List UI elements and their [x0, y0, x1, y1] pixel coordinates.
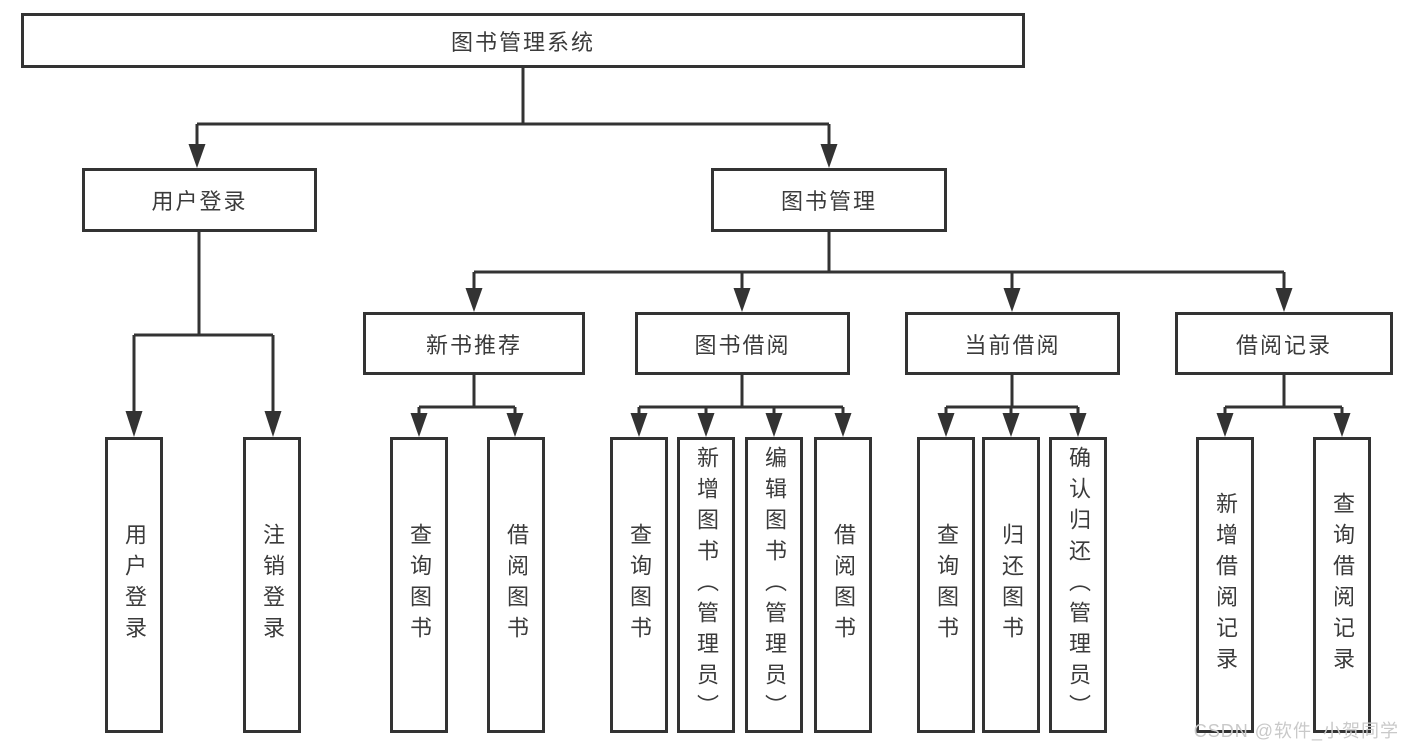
node-book-management: 图书管理	[711, 168, 947, 232]
leaf-add-book-admin: 新增图书（管理员）	[677, 437, 735, 733]
leaf-return-books-label: 归还图书	[999, 523, 1024, 647]
node-book-borrow-label: 图书借阅	[694, 332, 791, 358]
node-current-borrow: 当前借阅	[905, 312, 1120, 375]
node-root: 图书管理系统	[21, 13, 1025, 68]
node-new-book-recommend-label: 新书推荐	[425, 332, 522, 358]
leaf-borrow-books-2: 借阅图书	[814, 437, 872, 733]
node-book-borrow: 图书借阅	[635, 312, 850, 375]
node-root-label: 图书管理系统	[450, 29, 595, 55]
node-new-book-recommend: 新书推荐	[363, 312, 585, 375]
leaf-user-login-label: 用户登录	[122, 523, 147, 647]
watermark: CSDN @软件_小贺同学	[1193, 721, 1399, 741]
leaf-query-borrow-record-label: 查询借阅记录	[1330, 492, 1355, 678]
leaf-edit-book-admin: 编辑图书（管理员）	[745, 437, 803, 733]
leaf-logout-login-label: 注销登录	[260, 523, 285, 647]
node-user-login: 用户登录	[82, 168, 317, 232]
arrowheads	[125, 144, 1351, 437]
node-user-login-label: 用户登录	[151, 189, 248, 214]
leaf-query-books-1-label: 查询图书	[407, 523, 432, 647]
leaf-edit-book-admin-label: 编辑图书（管理员）	[762, 445, 787, 725]
node-borrow-records: 借阅记录	[1175, 312, 1393, 375]
leaf-borrow-books-2-label: 借阅图书	[831, 523, 856, 647]
leaf-add-borrow-record-label: 新增借阅记录	[1213, 492, 1238, 678]
leaf-query-books-3: 查询图书	[917, 437, 975, 733]
leaf-confirm-return-admin-label: 确认归还（管理员）	[1066, 445, 1091, 725]
leaf-query-borrow-record: 查询借阅记录	[1313, 437, 1371, 733]
node-current-borrow-label: 当前借阅	[964, 332, 1061, 358]
leaf-return-books: 归还图书	[982, 437, 1040, 733]
node-book-management-label: 图书管理	[780, 189, 877, 214]
leaf-query-books-2: 查询图书	[610, 437, 668, 733]
leaf-query-books-3-label: 查询图书	[934, 523, 959, 647]
node-borrow-records-label: 借阅记录	[1235, 332, 1332, 358]
leaf-query-books-1: 查询图书	[390, 437, 448, 733]
leaf-query-books-2-label: 查询图书	[627, 523, 652, 647]
leaf-user-login: 用户登录	[105, 437, 163, 733]
leaf-borrow-books-1-label: 借阅图书	[504, 523, 529, 647]
leaf-confirm-return-admin: 确认归还（管理员）	[1049, 437, 1107, 733]
leaf-logout-login: 注销登录	[243, 437, 301, 733]
leaf-add-book-admin-label: 新增图书（管理员）	[694, 445, 719, 725]
leaf-add-borrow-record: 新增借阅记录	[1196, 437, 1254, 733]
leaf-borrow-books-1: 借阅图书	[487, 437, 545, 733]
